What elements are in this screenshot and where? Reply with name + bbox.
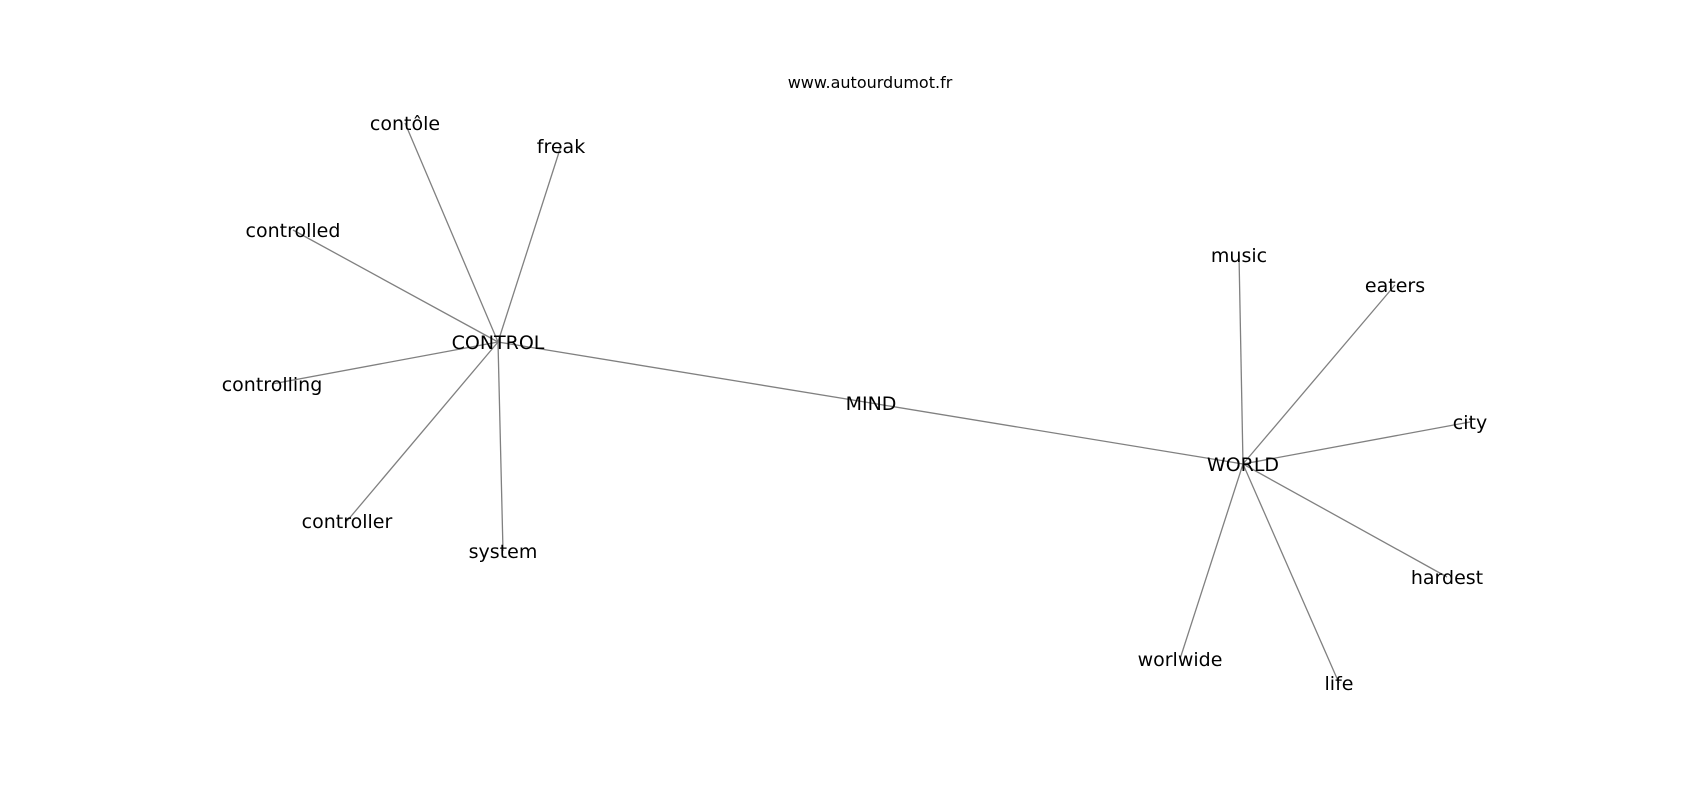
edge-world-hardest	[1242, 463, 1448, 578]
node-label-controller: controller	[302, 511, 393, 533]
edge-control-contole	[404, 122, 499, 343]
node-label-freak: freak	[537, 136, 585, 158]
edge-mind-world	[870, 402, 1244, 465]
node-label-worlwide: worlwide	[1138, 649, 1223, 671]
edge-control-controller	[346, 341, 499, 522]
node-label-city: city	[1453, 412, 1487, 434]
node-label-controlled: controlled	[246, 220, 341, 242]
node-label-control: CONTROL	[452, 332, 545, 354]
site-url-label: www.autourdumot.fr	[788, 73, 953, 92]
edge-control-controlled	[292, 229, 499, 343]
node-label-world: WORLD	[1207, 454, 1279, 476]
node-label-mind: MIND	[846, 393, 897, 415]
edges-layer	[271, 122, 1471, 684]
edge-control-mind	[497, 341, 872, 404]
node-label-music: music	[1211, 245, 1267, 267]
node-label-contole: contôle	[370, 113, 440, 135]
node-label-hardest: hardest	[1411, 567, 1483, 589]
node-label-life: life	[1325, 673, 1354, 695]
edge-control-system	[497, 341, 504, 552]
node-label-controlling: controlling	[222, 374, 323, 396]
edge-world-life	[1242, 463, 1340, 684]
edge-world-music	[1238, 254, 1244, 465]
labels-layer: www.autourdumot.fr MIND CONTROL WORLD contô…	[222, 73, 1487, 695]
node-label-system: system	[469, 541, 538, 563]
edge-world-eaters	[1242, 284, 1396, 465]
edge-control-freak	[497, 145, 562, 343]
edge-control-controlling	[271, 341, 499, 385]
edge-world-worlwide	[1179, 463, 1244, 660]
node-label-eaters: eaters	[1365, 275, 1425, 297]
edge-world-city	[1242, 421, 1471, 465]
